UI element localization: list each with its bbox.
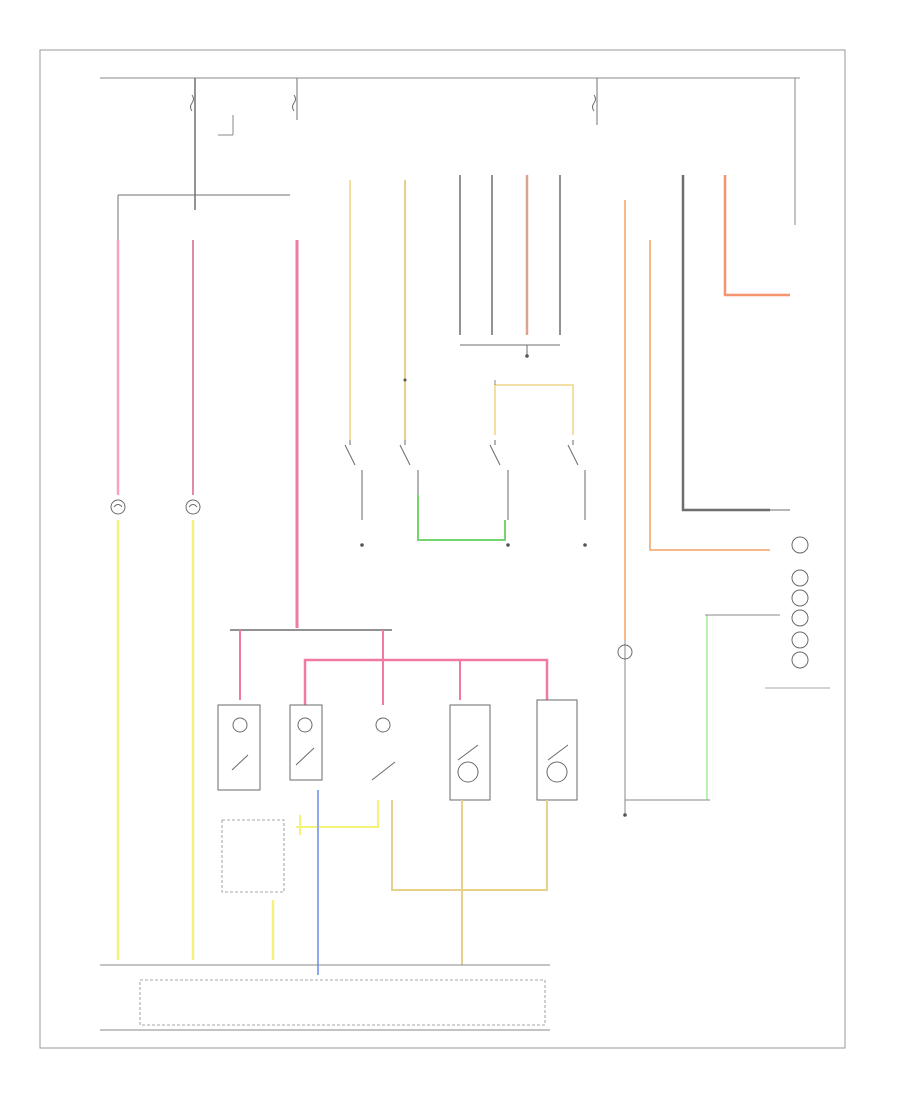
wire-pink-left — [116, 240, 299, 628]
switch-icon — [399, 440, 419, 520]
bulb-icon — [110, 499, 126, 515]
lamp-box-right-1 — [449, 704, 491, 801]
connector-icon — [705, 509, 809, 669]
ground-icon — [623, 813, 627, 817]
diagram-frame — [39, 49, 846, 1049]
switch-icon — [344, 440, 363, 520]
fuse-icon — [190, 94, 194, 112]
ground-cluster — [459, 175, 561, 355]
lamp-bus — [230, 629, 549, 705]
lamp-box-right-2 — [536, 699, 578, 801]
ground-rail — [100, 964, 550, 1031]
wire-right-group — [624, 175, 790, 815]
bulb-icon — [371, 717, 396, 781]
feed-branch — [117, 115, 290, 240]
lamp-box-left — [217, 704, 261, 791]
wire-tan-return — [391, 800, 548, 965]
wire-tan — [349, 180, 574, 440]
ground-icon — [525, 354, 529, 358]
bulb-icon — [617, 644, 633, 660]
wire-green — [417, 495, 708, 800]
fuse-icon — [292, 94, 296, 112]
fuse-icon — [592, 94, 596, 112]
bulb-icon — [185, 499, 201, 515]
switch-icon — [489, 440, 509, 520]
switch-icon — [567, 440, 586, 520]
module-outline — [139, 819, 546, 1026]
wire-yellow — [116, 520, 379, 960]
splice-icon — [360, 378, 587, 547]
power-rail — [100, 77, 800, 225]
lamp-box-center — [289, 704, 323, 781]
